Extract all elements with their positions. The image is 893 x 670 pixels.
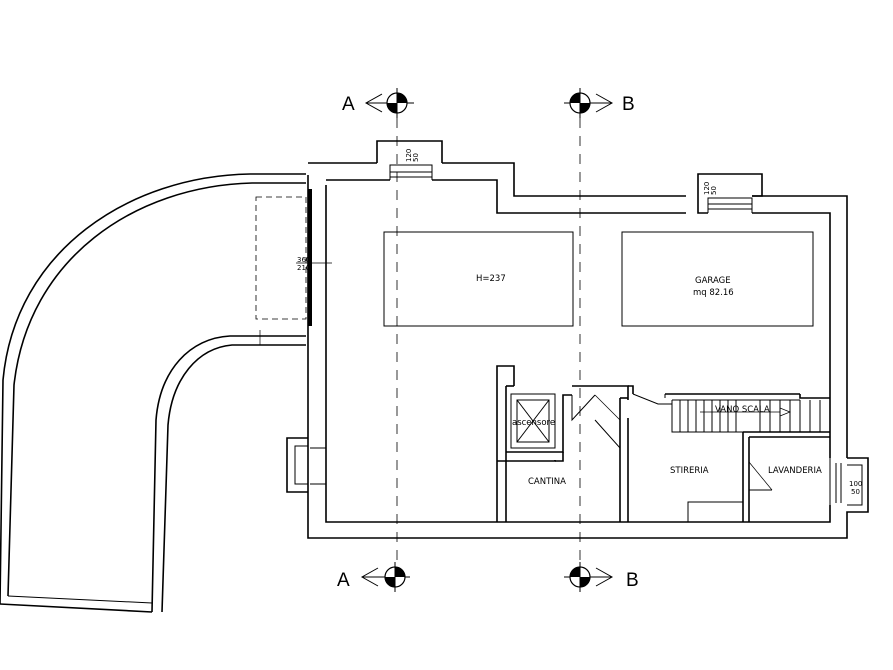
laundry-label: LAVANDERIA (768, 466, 822, 476)
curved-ramp (0, 173, 306, 613)
west-niche (286, 437, 326, 493)
room-height-label: H=237 (476, 274, 506, 284)
garage-label: GARAGE (695, 276, 731, 286)
west-opening-width: 360 (297, 256, 310, 264)
section-b-label-bottom: B (626, 570, 639, 591)
top-window-height: 50 (412, 153, 420, 162)
section-marker-b-top: B (564, 88, 635, 118)
cellar-label: CANTINA (528, 477, 566, 487)
exterior-walls (307, 162, 848, 539)
section-marker-a-bottom: A (337, 562, 410, 592)
parking-space-1 (383, 231, 574, 327)
garage-area-label: mq 82.16 (693, 288, 734, 298)
right-window-width: 120 (703, 182, 711, 195)
section-marker-a-top: A (342, 88, 414, 118)
east-window-niche (829, 457, 869, 522)
interior-walls (496, 365, 830, 522)
elevator-label: ascensore (512, 418, 555, 428)
ironing-room-label: STIRERIA (670, 466, 709, 476)
elevator-shaft (510, 393, 556, 449)
right-window-height: 50 (710, 186, 718, 195)
section-b-label-top: B (622, 94, 635, 115)
staircase (632, 393, 821, 433)
section-a-label-bottom: A (337, 570, 350, 591)
section-marker-b-bottom: B (564, 562, 639, 592)
top-window-width: 120 (405, 149, 413, 162)
door-swings (571, 394, 773, 522)
section-a-label-top: A (342, 94, 355, 115)
dashed-opening (255, 196, 307, 320)
parking-space-2 (621, 231, 814, 327)
east-window-height: 50 (851, 488, 860, 496)
right-window-niche (697, 173, 763, 213)
stairwell-label: VANO SCALA (715, 405, 770, 415)
east-window-width: 100 (849, 480, 862, 488)
west-opening-height: 210 (297, 264, 310, 272)
